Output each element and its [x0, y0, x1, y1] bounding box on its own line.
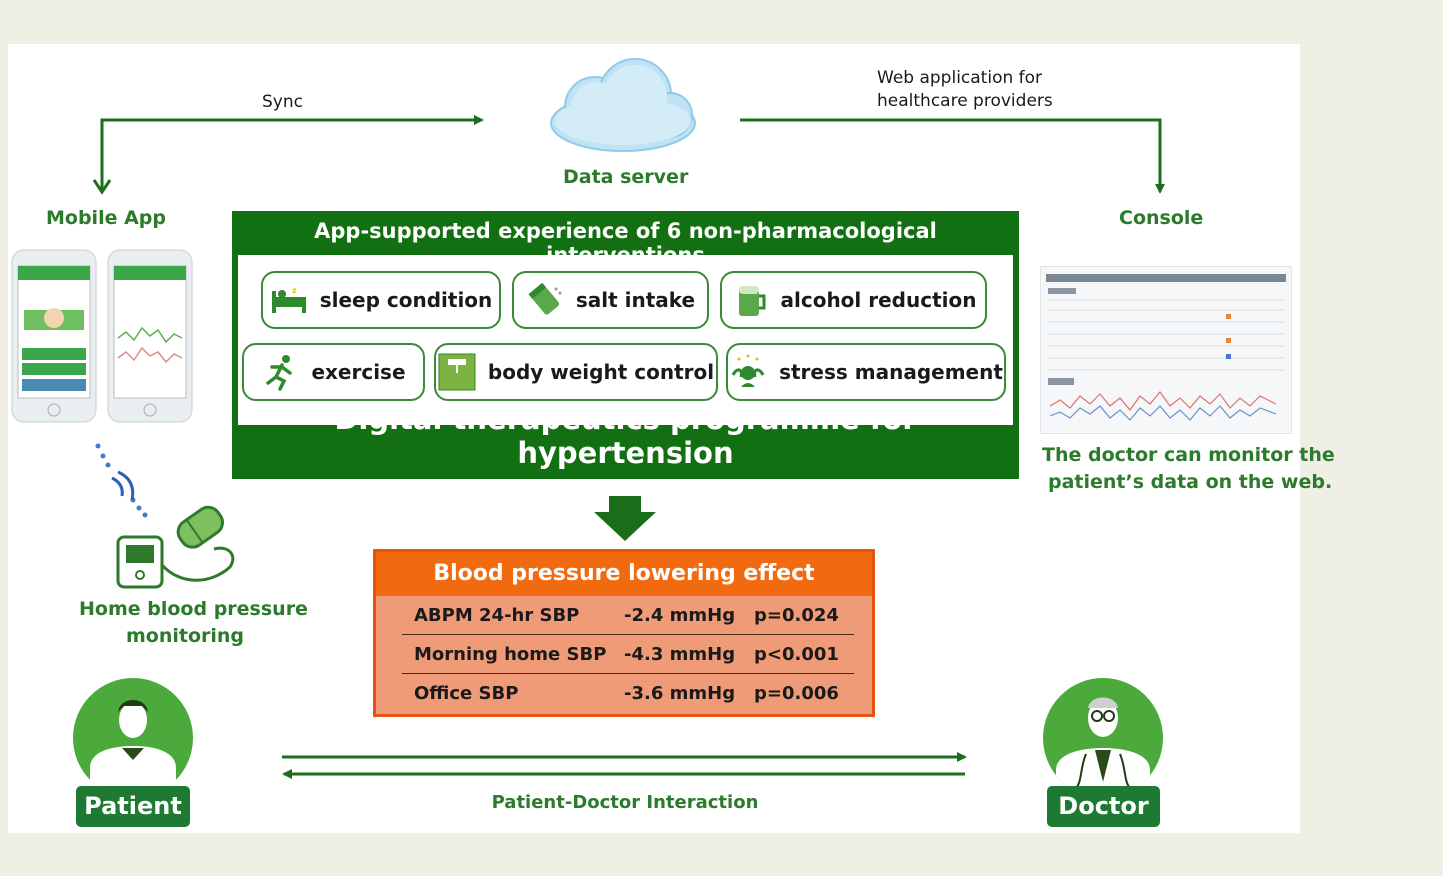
intervention-label: sleep condition: [319, 288, 493, 312]
scale-icon: [438, 353, 476, 391]
bed-icon: z: [270, 281, 308, 319]
bp-change: -3.6 mmHg: [624, 683, 736, 704]
console-screenshot-image: [1040, 266, 1292, 434]
blood-pressure-monitor-icon: [116, 505, 235, 589]
intervention-exercise: exercise: [242, 343, 425, 401]
sync-arrow: [92, 115, 484, 195]
bp-effect-row: Morning home SBP -4.3 mmHg p<0.001: [402, 635, 854, 674]
salt-shaker-icon: [526, 281, 564, 319]
mobile-app-label: Mobile App: [46, 207, 166, 229]
wireless-signal-icon: [95, 443, 148, 518]
programme-footer: Digital therapeutics programme for hyper…: [334, 402, 917, 470]
down-arrow: [594, 496, 656, 541]
bp-effect-row: Office SBP -3.6 mmHg p=0.006: [402, 674, 854, 712]
intervention-label: stress management: [779, 360, 1003, 384]
svg-text:z: z: [292, 286, 297, 295]
sync-label: Sync: [262, 92, 303, 112]
programme-box: App-supported experience of 6 non-pharma…: [232, 211, 1019, 479]
interventions-panel: z sleep condition salt intake alcohol re…: [238, 255, 1013, 425]
bp-p-value: p=0.006: [754, 683, 839, 704]
bp-measure: Office SBP: [414, 683, 519, 704]
doctor-note-line2: patient’s data on the web.: [1048, 471, 1333, 493]
intervention-salt: salt intake: [512, 271, 709, 329]
stress-icon: [729, 353, 767, 391]
web-app-label-line1: Web application for: [877, 68, 1043, 88]
doctor-badge: Doctor: [1047, 786, 1160, 827]
bp-change: -4.3 mmHg: [624, 644, 736, 665]
mobile-app-phones-image: [11, 249, 193, 423]
bp-measure: Morning home SBP: [414, 644, 607, 665]
bp-measure: ABPM 24-hr SBP: [414, 605, 580, 626]
doctor-avatar-icon: [1043, 678, 1163, 786]
doctor-note-line1: The doctor can monitor the: [1042, 444, 1335, 466]
beer-mug-icon: [731, 281, 769, 319]
intervention-weight: body weight control: [434, 343, 718, 401]
bp-p-value: p=0.024: [754, 605, 839, 626]
bp-effect-box: Blood pressure lowering effect ABPM 24-h…: [373, 549, 875, 717]
patient-badge: Patient: [76, 786, 190, 827]
intervention-label: body weight control: [487, 360, 715, 384]
web-app-arrow: [740, 118, 1165, 194]
intervention-label: salt intake: [575, 288, 696, 312]
intervention-alcohol: alcohol reduction: [720, 271, 987, 329]
data-server-label: Data server: [563, 166, 689, 188]
home-bp-label-line2: monitoring: [126, 625, 245, 647]
patient-avatar-icon: [73, 678, 193, 786]
intervention-stress: stress management: [726, 343, 1006, 401]
intervention-label: alcohol reduction: [780, 288, 977, 312]
web-app-label-line2: healthcare providers: [877, 91, 1053, 111]
interaction-label: Patient-Doctor Interaction: [491, 792, 759, 813]
bp-effect-row: ABPM 24-hr SBP -2.4 mmHg p=0.024: [402, 596, 854, 635]
running-icon: [261, 353, 299, 391]
console-label: Console: [1119, 207, 1204, 229]
bp-effect-title: Blood pressure lowering effect: [376, 552, 872, 596]
bp-p-value: p<0.001: [754, 644, 839, 665]
bp-change: -2.4 mmHg: [624, 605, 736, 626]
cloud-icon: [550, 58, 696, 152]
intervention-sleep: z sleep condition: [261, 271, 501, 329]
intervention-label: exercise: [311, 360, 406, 384]
home-bp-label-line1: Home blood pressure: [79, 598, 308, 620]
